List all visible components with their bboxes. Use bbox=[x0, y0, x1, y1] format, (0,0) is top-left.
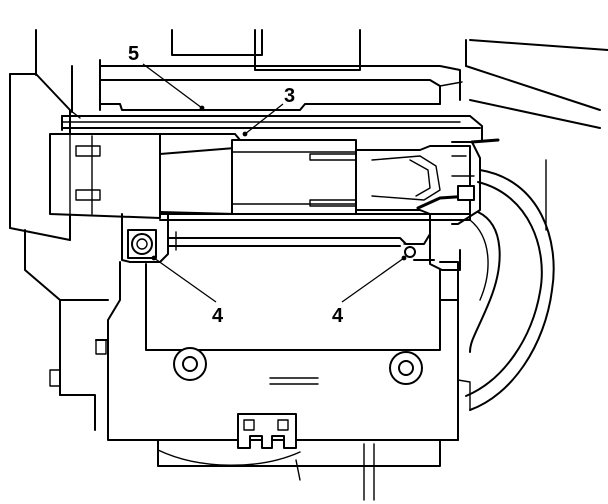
mounting-bolt-right bbox=[403, 243, 417, 258]
dash-panel-structure bbox=[9, 29, 608, 431]
leader-lines bbox=[142, 63, 407, 303]
callout-5: 5 bbox=[128, 43, 139, 65]
harness-assembly bbox=[49, 127, 481, 221]
upper-housing bbox=[99, 29, 463, 111]
mounting-bolt-left bbox=[127, 229, 157, 259]
bottom-connector bbox=[237, 413, 375, 501]
mounting-bracket bbox=[121, 213, 461, 271]
wiring-cable bbox=[465, 169, 555, 411]
lower-module-housing bbox=[49, 261, 471, 467]
callout-4-right: 4 bbox=[332, 305, 344, 327]
callout-3: 3 bbox=[284, 85, 295, 107]
callout-4-left: 4 bbox=[212, 305, 224, 327]
retaining-clip bbox=[451, 138, 500, 225]
